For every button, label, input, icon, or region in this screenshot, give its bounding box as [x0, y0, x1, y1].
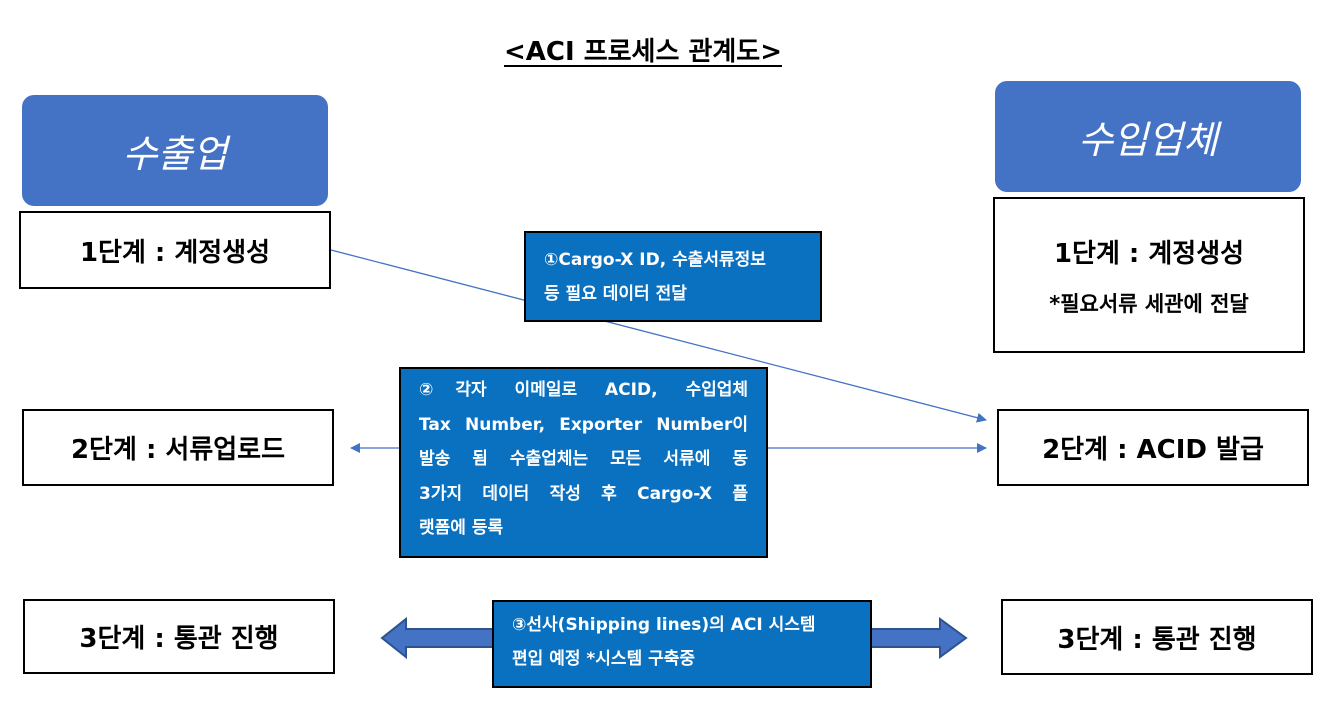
importer-header: 수입업체	[995, 81, 1301, 192]
importer-step1-title: 1단계 : 계정생성	[1053, 238, 1245, 269]
importer-step1-box: 1단계 : 계정생성 *필요서류 세관에 전달	[993, 197, 1305, 353]
note-step2-acid-issuance: ②각자 이메일로 ACID, 수입업체 Tax Number, Exporter…	[399, 367, 768, 558]
importer-step2-box: 2단계 : ACID 발급	[997, 409, 1309, 486]
note2-line: 발송 됨 수출업체는 모든 서류에 동	[419, 449, 748, 469]
note-step3-shipping-lines: ③선사(Shipping lines)의 ACI 시스템 편입 예정 *시스템 …	[492, 600, 872, 688]
note3-line: 편입 예정 *시스템 구축중	[512, 649, 696, 669]
right-block-arrow	[870, 617, 968, 659]
exporter-step1-box: 1단계 : 계정생성	[19, 211, 331, 289]
exporter-step3-box: 3단계 : 통관 진행	[23, 599, 335, 674]
note2-line: Tax Number, Exporter Number이	[419, 414, 748, 435]
importer-step1-note: *필요서류 세관에 전달	[1049, 291, 1249, 316]
diagram-title: <ACI 프로세스 관계도>	[504, 36, 782, 67]
note3-line: ③선사(Shipping lines)의 ACI 시스템	[512, 615, 816, 635]
left-block-arrow	[380, 616, 495, 660]
note2-line: 랫폼에 등록	[419, 518, 504, 538]
note1-line: 등 필요 데이터 전달	[544, 284, 687, 304]
importer-step3-box: 3단계 : 통관 진행	[1001, 599, 1313, 675]
exporter-header: 수출업	[22, 95, 328, 206]
note1-line: ①Cargo-X ID, 수출서류정보	[544, 250, 766, 270]
connector-step1-to-acid	[330, 249, 987, 423]
exporter-step2-box: 2단계 : 서류업로드	[22, 409, 334, 486]
note2-line: 3가지 데이터 작성 후 Cargo-X 플	[419, 483, 748, 504]
note-step1-data-transfer: ①Cargo-X ID, 수출서류정보 등 필요 데이터 전달	[524, 231, 822, 322]
note2-line: ②각자 이메일로 ACID, 수입업체	[419, 380, 748, 400]
